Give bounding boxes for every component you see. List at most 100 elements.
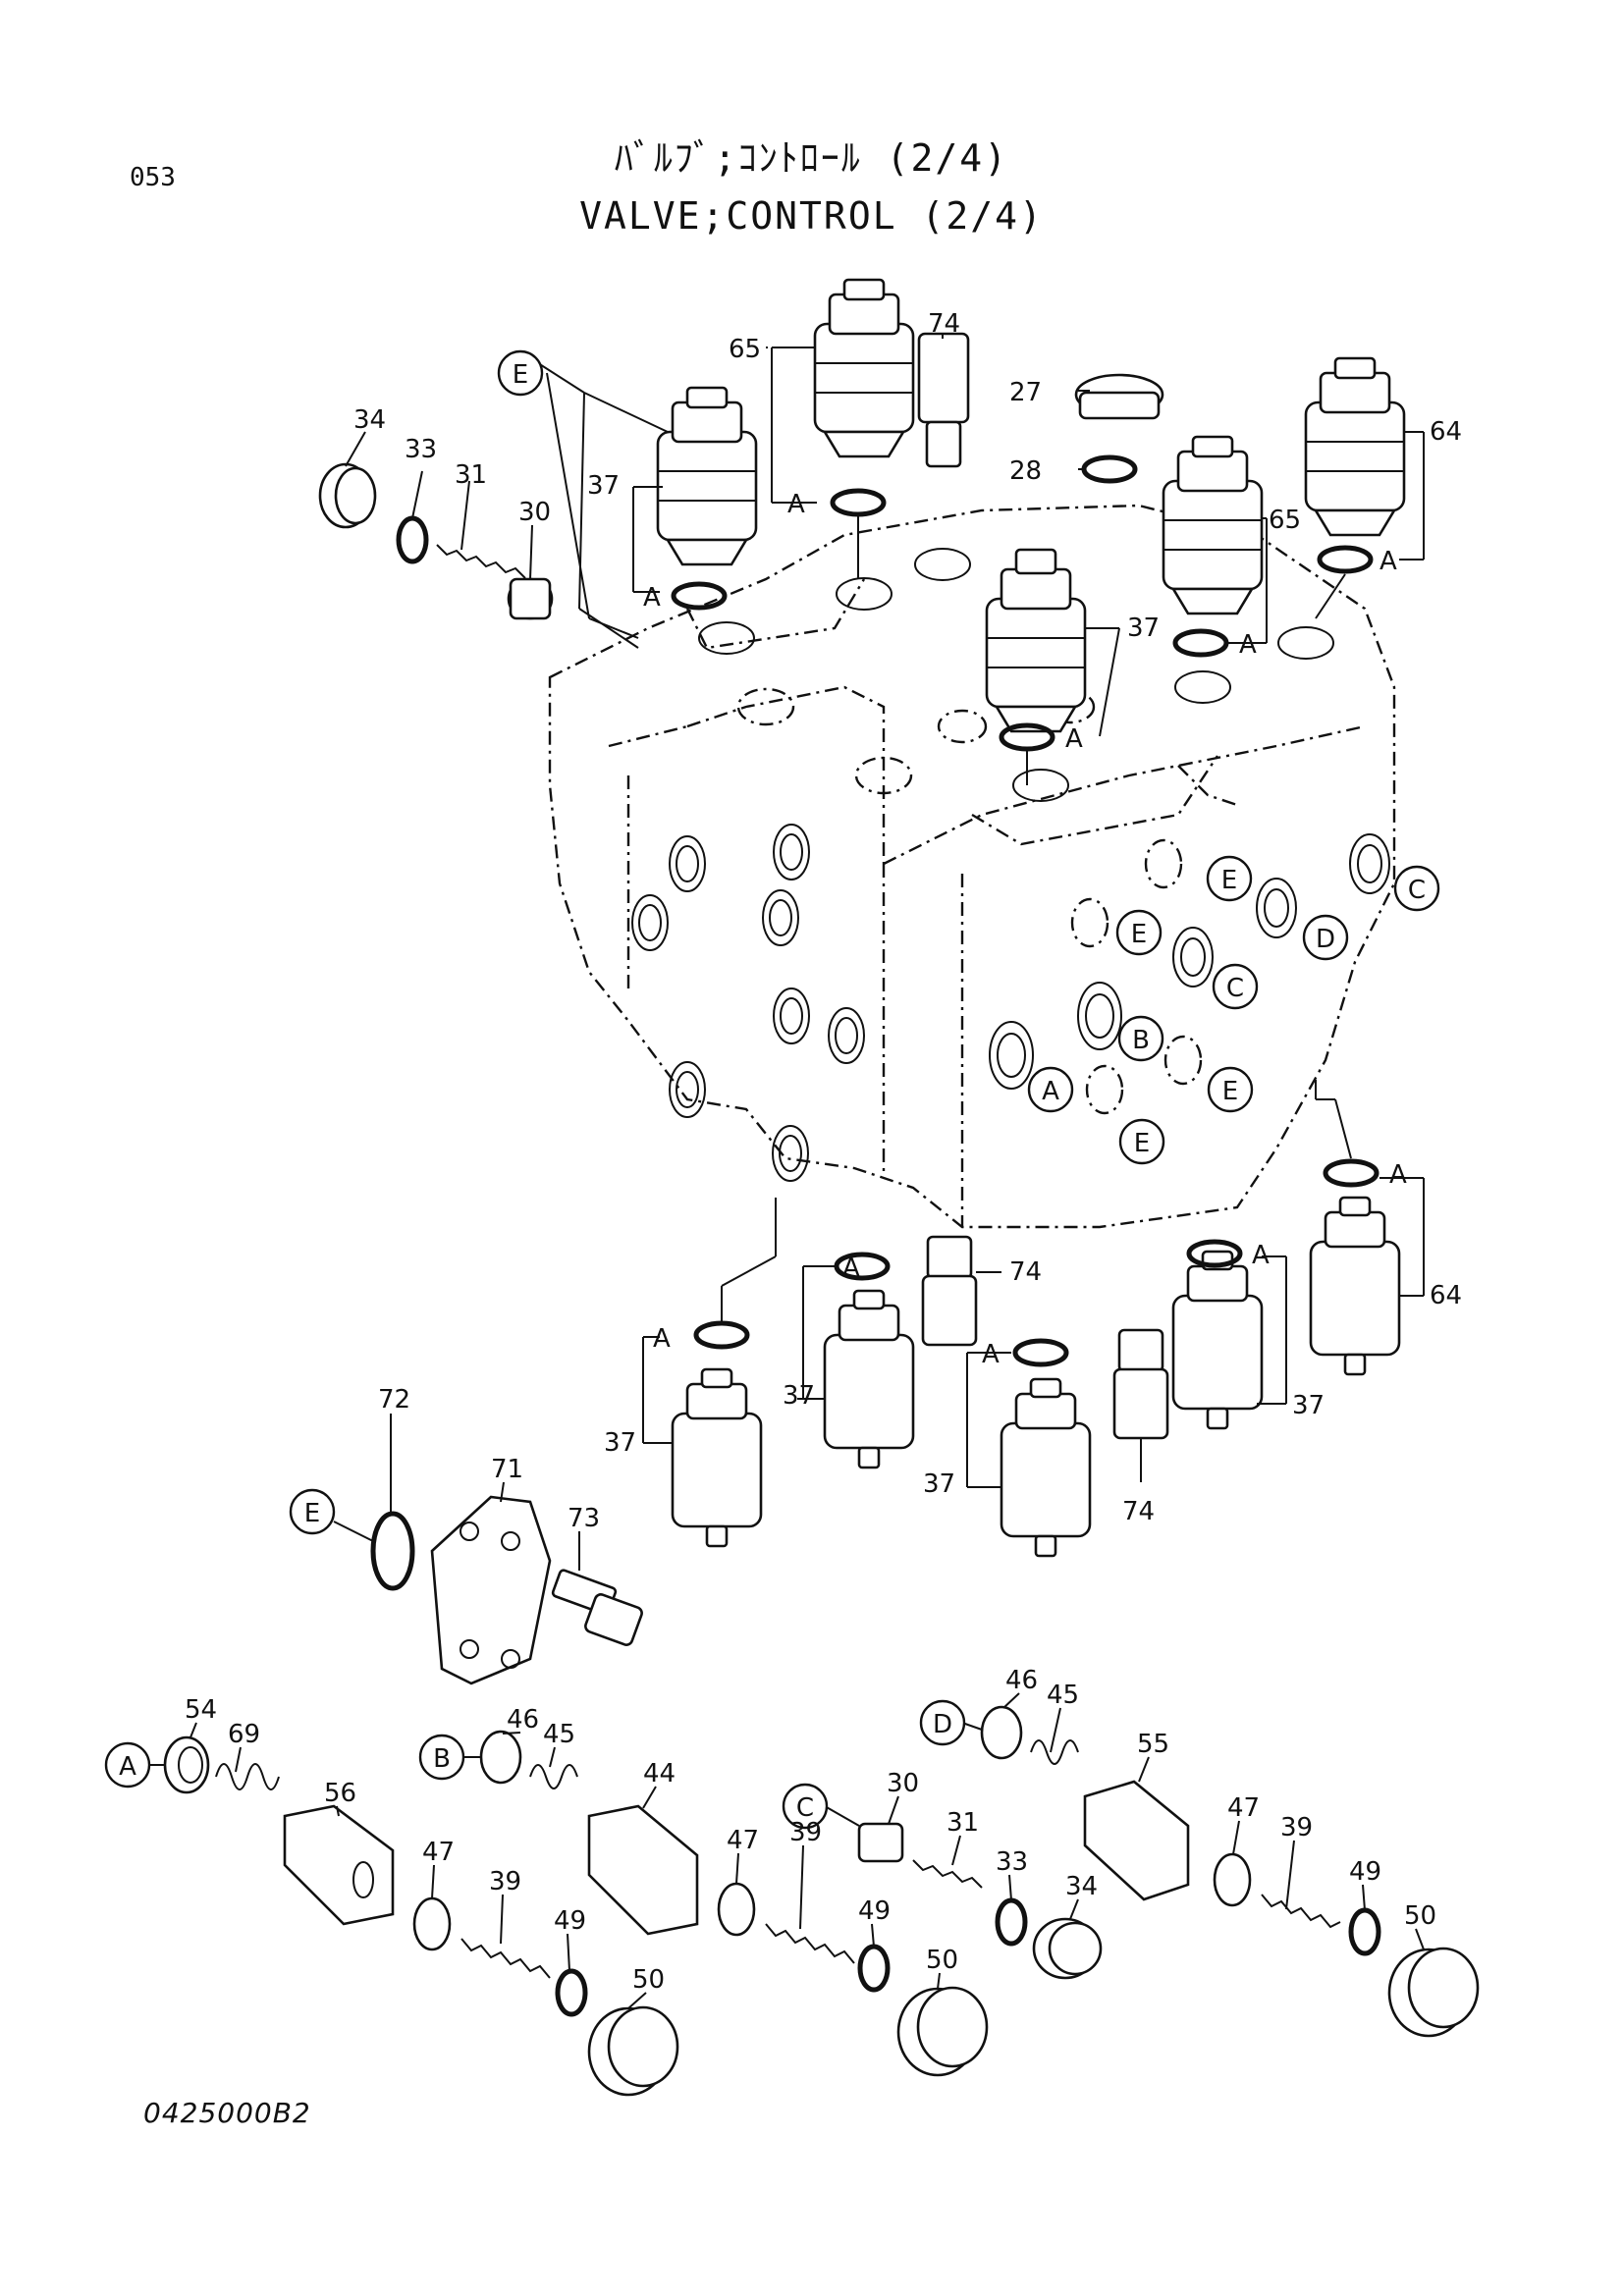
callout-b-spool: B <box>418 1734 465 1781</box>
callout-a-body: A <box>1027 1066 1074 1113</box>
svg-text:47: 47 <box>1227 1793 1260 1823</box>
svg-text:49: 49 <box>554 1906 586 1936</box>
svg-text:54: 54 <box>185 1695 217 1725</box>
drawing-code: 0425000B2 <box>143 2097 311 2129</box>
retainer-47-b <box>717 1882 756 1937</box>
spool-55 <box>1083 1780 1190 1901</box>
svg-text:46: 46 <box>507 1705 539 1735</box>
oring-49-b <box>857 1944 891 1993</box>
svg-text:A: A <box>1065 724 1083 754</box>
svg-text:50: 50 <box>926 1946 958 1975</box>
svg-text:A: A <box>842 1254 860 1283</box>
poppet-30-top <box>507 577 554 620</box>
callout-a-spool: A <box>104 1741 151 1789</box>
svg-text:74: 74 <box>1122 1497 1155 1526</box>
cover-71 <box>430 1495 552 1685</box>
svg-text:69: 69 <box>228 1720 260 1749</box>
callout-d-body: D <box>1302 914 1349 961</box>
svg-text:A: A <box>119 1752 136 1782</box>
callout-c-spool: C <box>782 1783 829 1830</box>
svg-text:E: E <box>513 360 528 390</box>
oring-a-top-5 <box>1317 545 1374 574</box>
oring-28 <box>1081 454 1138 484</box>
a-labels: A A A A A A A A A A <box>643 490 1407 1369</box>
svg-text:33: 33 <box>405 435 437 464</box>
svg-text:49: 49 <box>858 1896 891 1926</box>
callout-c-body-1: C <box>1393 865 1440 912</box>
cartridge-37-bottom-3 <box>1000 1377 1092 1558</box>
cartridge-37-bottom-1 <box>671 1367 763 1548</box>
svg-text:37: 37 <box>1127 614 1160 643</box>
retainer-47-d <box>1213 1852 1252 1907</box>
leader-lines <box>147 334 1425 2009</box>
svg-text:56: 56 <box>324 1779 356 1808</box>
svg-text:E: E <box>1222 1077 1238 1106</box>
plug-74-bottom-2 <box>1112 1328 1169 1440</box>
oring-a-top-1 <box>830 488 887 517</box>
seal-46-d <box>980 1705 1023 1760</box>
svg-text:B: B <box>433 1744 451 1774</box>
plug-74-bottom-1 <box>921 1235 978 1347</box>
poppet-30-c <box>857 1822 904 1863</box>
svg-text:50: 50 <box>1404 1901 1436 1931</box>
svg-text:72: 72 <box>378 1385 410 1415</box>
svg-text:D: D <box>1316 925 1335 954</box>
svg-text:30: 30 <box>887 1769 919 1798</box>
svg-text:28: 28 <box>1009 456 1042 486</box>
callout-e-top: E <box>497 349 544 397</box>
bolt-73 <box>551 1569 643 1646</box>
spring-31-c <box>912 1859 983 1889</box>
svg-text:39: 39 <box>789 1818 822 1847</box>
oring-33-c <box>995 1897 1028 1947</box>
svg-text:44: 44 <box>643 1759 676 1789</box>
svg-text:C: C <box>1226 974 1244 1003</box>
spring-45-b <box>529 1764 578 1789</box>
callout-e-body-3: E <box>1207 1066 1254 1113</box>
cap-50-d <box>1387 1947 1480 2038</box>
svg-text:30: 30 <box>518 498 551 527</box>
spring-31-top <box>436 544 526 579</box>
plug-74-top <box>917 332 970 468</box>
spring-39-b <box>765 1923 855 1964</box>
svg-text:74: 74 <box>1009 1257 1042 1287</box>
oring-a-top-3 <box>1172 628 1229 658</box>
svg-text:A: A <box>1239 630 1257 660</box>
svg-text:65: 65 <box>1269 506 1301 535</box>
svg-text:31: 31 <box>455 460 487 490</box>
svg-text:49: 49 <box>1349 1857 1381 1887</box>
spring-39-d <box>1261 1894 1341 1929</box>
svg-text:65: 65 <box>729 335 761 364</box>
cartridge-65-top <box>813 278 915 458</box>
svg-text:D: D <box>933 1710 952 1739</box>
callout-e-body-1: E <box>1206 855 1253 902</box>
svg-text:37: 37 <box>604 1428 636 1458</box>
svg-text:37: 37 <box>1292 1391 1325 1420</box>
callout-c-body-2: C <box>1212 963 1259 1010</box>
svg-text:A: A <box>1380 547 1397 576</box>
cartridge-37-top-left <box>656 386 758 566</box>
cartridge-65-right <box>1162 435 1264 615</box>
spool-44 <box>587 1804 699 1936</box>
svg-text:E: E <box>1221 866 1237 895</box>
svg-text:47: 47 <box>727 1826 759 1855</box>
callout-b-body: B <box>1117 1015 1164 1062</box>
callout-e-cover: E <box>289 1488 336 1535</box>
svg-text:A: A <box>653 1324 671 1354</box>
title-japanese: ﾊﾞﾙﾌﾞ;ｺﾝﾄﾛｰﾙ (2/4) <box>614 136 1009 180</box>
svg-text:34: 34 <box>353 405 386 435</box>
svg-text:E: E <box>1134 1129 1150 1158</box>
svg-text:31: 31 <box>947 1808 979 1838</box>
oring-33-top <box>396 515 429 564</box>
oring-49-a <box>555 1968 588 2017</box>
callout-e-body-2: E <box>1115 909 1163 956</box>
retainer-47-a <box>412 1896 452 1951</box>
svg-text:37: 37 <box>587 471 620 501</box>
svg-text:46: 46 <box>1005 1666 1038 1695</box>
cartridge-37-top-center <box>985 548 1087 733</box>
cap-27 <box>1074 373 1164 420</box>
svg-text:55: 55 <box>1137 1730 1169 1759</box>
cartridge-64-bottom <box>1309 1196 1401 1376</box>
svg-text:E: E <box>1131 920 1147 949</box>
spring-69 <box>215 1763 280 1790</box>
svg-text:33: 33 <box>996 1847 1028 1877</box>
